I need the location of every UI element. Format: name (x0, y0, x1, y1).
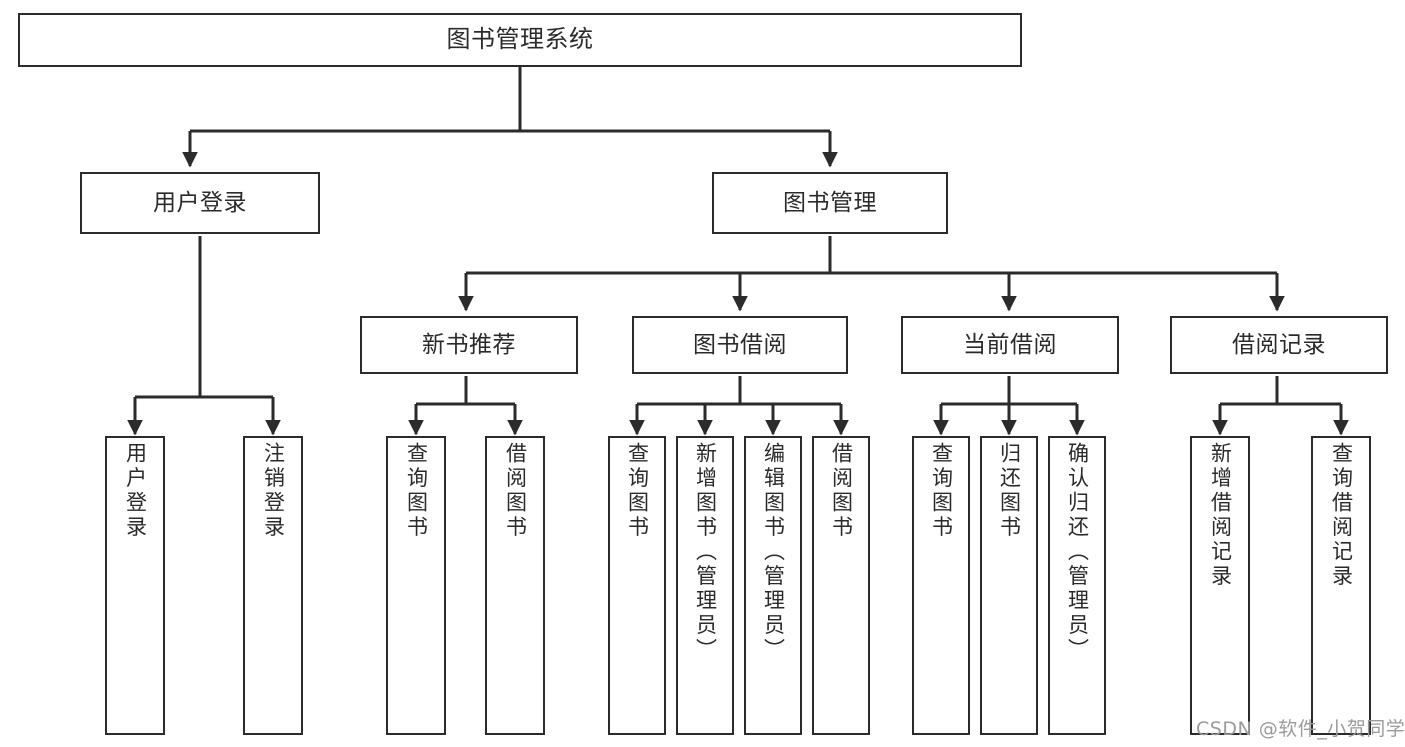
node-label: 查询借阅记录 (1329, 442, 1354, 589)
leaf-query-record[interactable]: 查询借阅记录 (1311, 436, 1371, 735)
leaf-user-logout[interactable]: 注销登录 (243, 436, 303, 735)
leaf-query-book-1[interactable]: 查询图书 (386, 436, 446, 735)
leaf-user-login[interactable]: 用户登录 (105, 436, 165, 735)
node-label: 当前借阅 (963, 331, 1057, 358)
node-label: 新书推荐 (422, 331, 516, 358)
leaf-edit-book[interactable]: 编辑图书（管理员） (744, 436, 802, 735)
node-root-system[interactable]: 图书管理系统 (18, 13, 1022, 67)
node-label: 确认归还（管理员） (1065, 442, 1090, 663)
leaf-confirm-return[interactable]: 确认归还（管理员） (1048, 436, 1106, 735)
node-label: 借阅图书 (829, 442, 854, 540)
leaf-return-book[interactable]: 归还图书 (980, 436, 1038, 735)
node-label: 查询图书 (404, 442, 429, 540)
node-label: 借阅图书 (503, 442, 528, 540)
node-label: 用户登录 (153, 189, 247, 216)
leaf-query-book-2[interactable]: 查询图书 (608, 436, 666, 735)
node-current-borrow[interactable]: 当前借阅 (901, 316, 1119, 374)
node-label: 借阅记录 (1232, 331, 1326, 358)
node-new-book-recommend[interactable]: 新书推荐 (360, 316, 578, 374)
leaf-add-book[interactable]: 新增图书（管理员） (676, 436, 734, 735)
leaf-query-book-3[interactable]: 查询图书 (912, 436, 970, 735)
node-label: 查询图书 (625, 442, 650, 540)
node-label: 图书管理系统 (446, 25, 594, 54)
node-label: 新增图书（管理员） (693, 442, 718, 663)
node-label: 归还图书 (997, 442, 1022, 540)
leaf-borrow-book-2[interactable]: 借阅图书 (812, 436, 870, 735)
node-label: 新增借阅记录 (1208, 442, 1233, 589)
csdn-watermark: CSDN @软件_小贺同学 (1196, 718, 1405, 740)
leaf-borrow-book-1[interactable]: 借阅图书 (485, 436, 545, 735)
node-borrow-record[interactable]: 借阅记录 (1170, 316, 1388, 374)
node-label: 图书管理 (783, 189, 877, 216)
leaf-add-record[interactable]: 新增借阅记录 (1190, 436, 1250, 735)
node-book-management[interactable]: 图书管理 (712, 172, 948, 234)
node-user-login[interactable]: 用户登录 (80, 172, 320, 234)
node-book-borrow[interactable]: 图书借阅 (632, 316, 848, 374)
node-label: 查询图书 (929, 442, 954, 540)
node-label: 注销登录 (261, 442, 286, 540)
node-label: 用户登录 (123, 442, 148, 540)
node-label: 编辑图书（管理员） (761, 442, 786, 663)
node-label: 图书借阅 (693, 331, 787, 358)
